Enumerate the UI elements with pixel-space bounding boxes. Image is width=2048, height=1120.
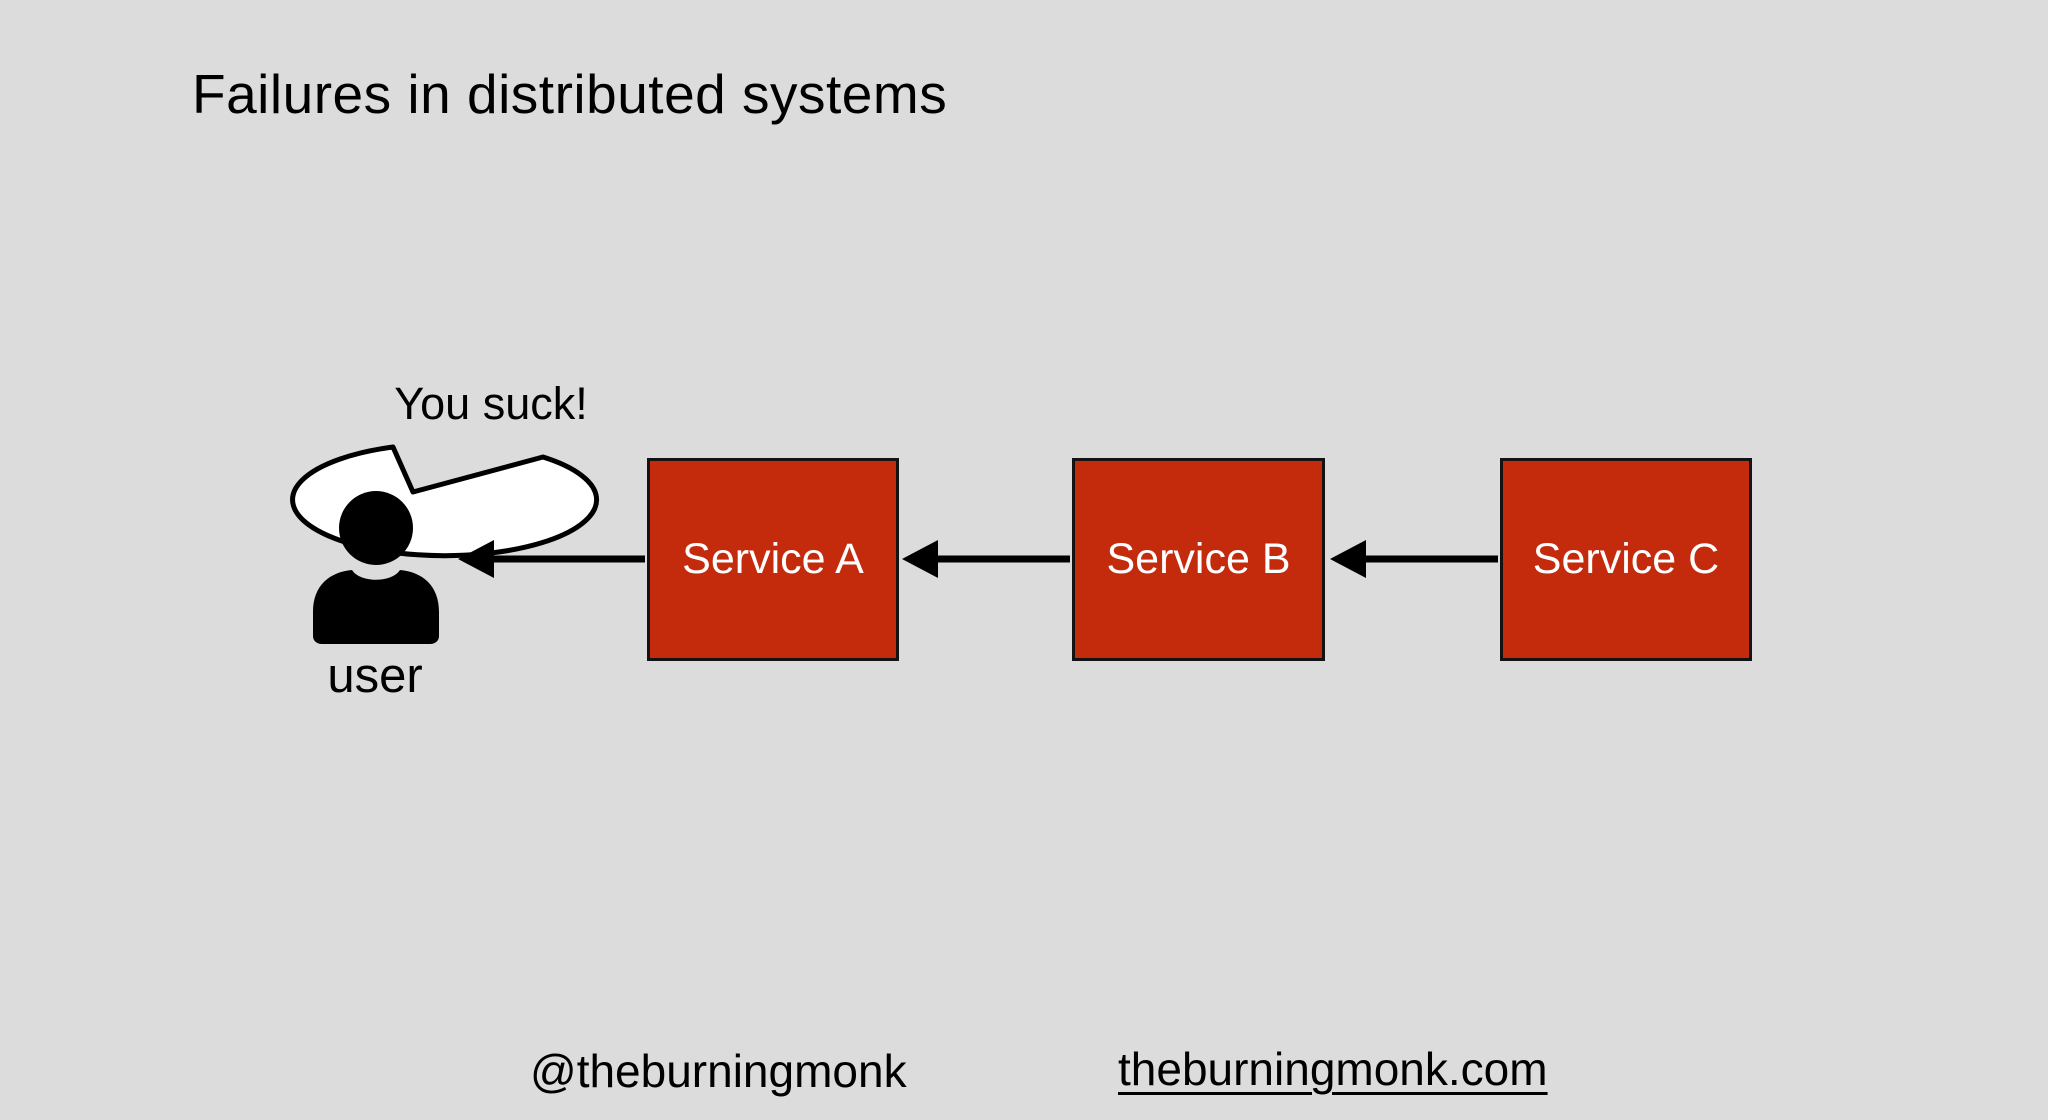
footer-website-link[interactable]: theburningmonk.com bbox=[1118, 1043, 1548, 1095]
service-c-box: Service C bbox=[1500, 458, 1752, 661]
speech-bubble-icon bbox=[290, 444, 600, 559]
user-icon bbox=[313, 491, 439, 644]
service-c-label: Service C bbox=[1532, 535, 1720, 583]
page-title: Failures in distributed systems bbox=[192, 63, 948, 125]
arrow-service-b-to-service-a bbox=[902, 540, 1070, 578]
arrow-service-c-to-service-b bbox=[1330, 540, 1498, 578]
arrow-service-a-to-user bbox=[458, 540, 645, 578]
service-b-box: Service B bbox=[1072, 458, 1325, 661]
speech-bubble-text: You suck! bbox=[394, 378, 588, 429]
service-a-label: Service A bbox=[682, 535, 864, 583]
service-a-box: Service A bbox=[647, 458, 899, 661]
service-b-label: Service B bbox=[1106, 535, 1291, 583]
user-label: user bbox=[327, 649, 423, 703]
footer-twitter-handle: @theburningmonk bbox=[530, 1045, 907, 1097]
